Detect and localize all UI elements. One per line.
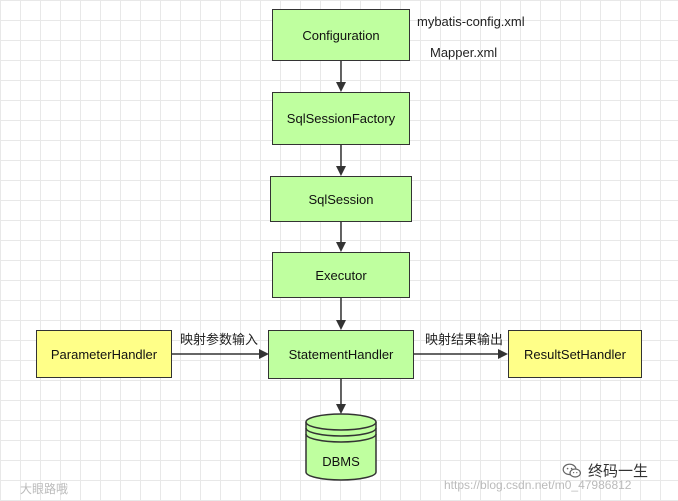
wechat-icon [562, 463, 581, 478]
statementhandler-node: StatementHandler [268, 330, 414, 379]
brand-name: 终码一生 [588, 463, 649, 480]
configuration-node: Configuration [272, 9, 410, 61]
param-edge-label: 映射参数输入 [180, 332, 259, 347]
brand-badge: 终码一生 [562, 460, 648, 481]
parameterhandler-node: ParameterHandler [36, 330, 172, 378]
dbms-label: DBMS [322, 454, 360, 469]
sqlsession-node: SqlSession [270, 176, 412, 222]
result-edge-label: 映射结果输出 [425, 332, 504, 347]
dbms-cylinder [305, 413, 377, 481]
watermark-bottom-left: 大眼路哦 [20, 482, 69, 496]
mapper-file-note: Mapper.xml [430, 45, 498, 60]
config-file-note: mybatis-config.xml [417, 14, 525, 29]
executor-node: Executor [272, 252, 410, 298]
watermark-url: https://blog.csdn.net/m0_47986812 [444, 478, 632, 492]
sqlsessionfactory-node: SqlSessionFactory [272, 92, 410, 145]
resultsethandler-node: ResultSetHandler [508, 330, 642, 378]
